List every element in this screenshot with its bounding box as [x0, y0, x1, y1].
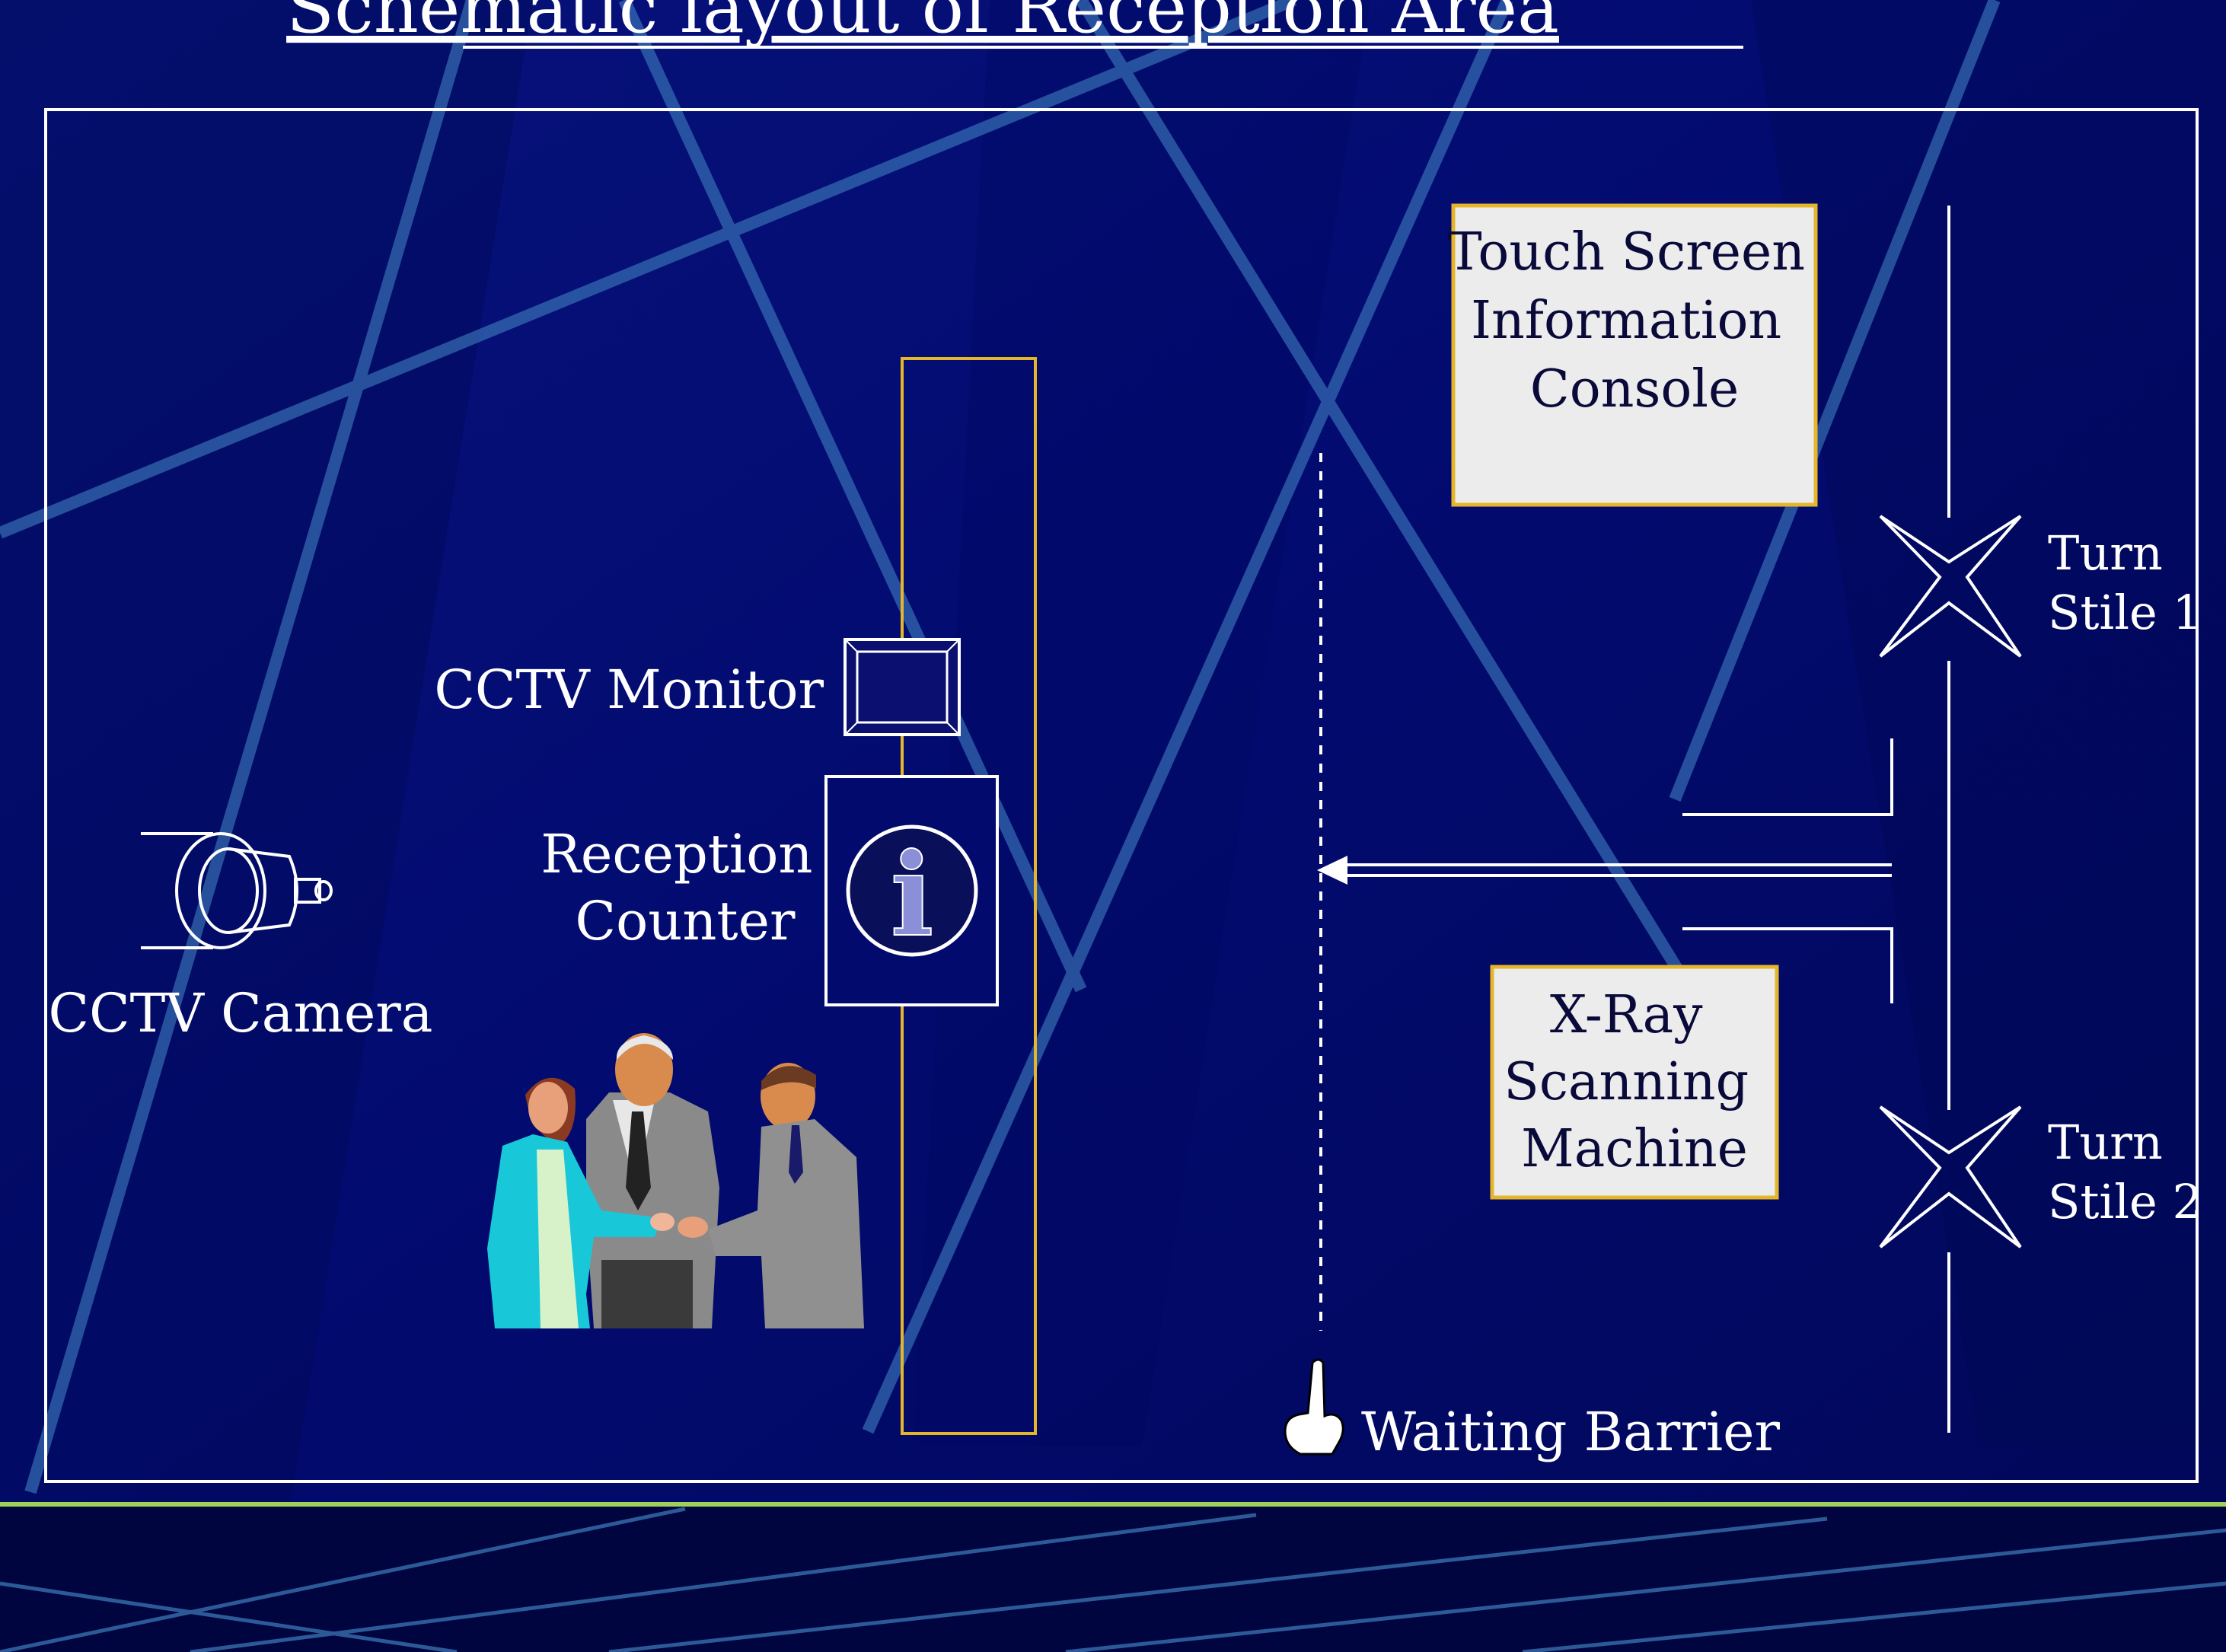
touch-screen-label-line-1: Touch Screen	[1447, 222, 1805, 282]
waiting-barrier-label: Waiting Barrier	[1361, 1401, 1781, 1463]
turnstile-1-label: Turn Stile 1	[2048, 525, 2202, 640]
person-right	[678, 1063, 864, 1328]
xray-label-line-1: X-Ray	[1550, 985, 1703, 1045]
people-handshake-clipart	[487, 1033, 864, 1328]
background-beams	[0, 0, 2001, 1494]
xray-label: X-Ray Scanning Machine	[1504, 985, 1765, 1179]
cctv-camera-label: CCTV Camera	[49, 982, 433, 1044]
info-icon-glyph: i	[891, 828, 934, 962]
reception-counter-label-line-2: Counter	[576, 890, 796, 952]
turnstile-1-label-line-2: Stile 1	[2048, 585, 2202, 640]
turnstile-2-label-line-1: Turn	[2048, 1115, 2163, 1170]
turnstile-2-label: Turn Stile 2	[2048, 1115, 2202, 1229]
pointing-hand-icon	[1284, 1358, 1344, 1456]
person-middle	[586, 1033, 719, 1328]
cctv-monitor-label: CCTV Monitor	[434, 659, 824, 721]
turnstile-icon	[1879, 1105, 2022, 1249]
page-title: Schematic layout of Reception Area	[286, 0, 1559, 49]
xray-label-line-2: Scanning	[1504, 1052, 1749, 1112]
entry-arrow	[1340, 863, 1892, 877]
xray-machine	[1490, 965, 1779, 1200]
touch-screen-label-line-2: Information	[1471, 291, 1781, 351]
turnstile-icon	[1879, 515, 2022, 658]
cctv-monitor-icon	[844, 638, 961, 736]
reception-counter-label-line-1: Reception	[541, 823, 812, 885]
xray-label-line-3: Machine	[1521, 1119, 1748, 1179]
bottom-beams	[0, 1507, 2226, 1652]
cctv-camera-icon	[141, 832, 333, 949]
touch-screen-console	[1451, 203, 1818, 507]
touch-screen-label: Touch Screen Information Console	[1447, 222, 1821, 419]
info-icon	[846, 824, 978, 957]
person-woman	[487, 1077, 674, 1328]
entry-channel	[1682, 738, 1893, 1003]
turnstile-2-label-line-2: Stile 2	[2048, 1174, 2202, 1229]
reception-counter-label: Reception Counter	[541, 823, 830, 952]
reception-area-frame	[44, 108, 2199, 1483]
turnstile-1-label-line-1: Turn	[2048, 525, 2163, 581]
bottom-band	[0, 1504, 2226, 1652]
touch-screen-label-line-3: Console	[1530, 359, 1740, 419]
entry-arrow-head	[1317, 856, 1347, 885]
